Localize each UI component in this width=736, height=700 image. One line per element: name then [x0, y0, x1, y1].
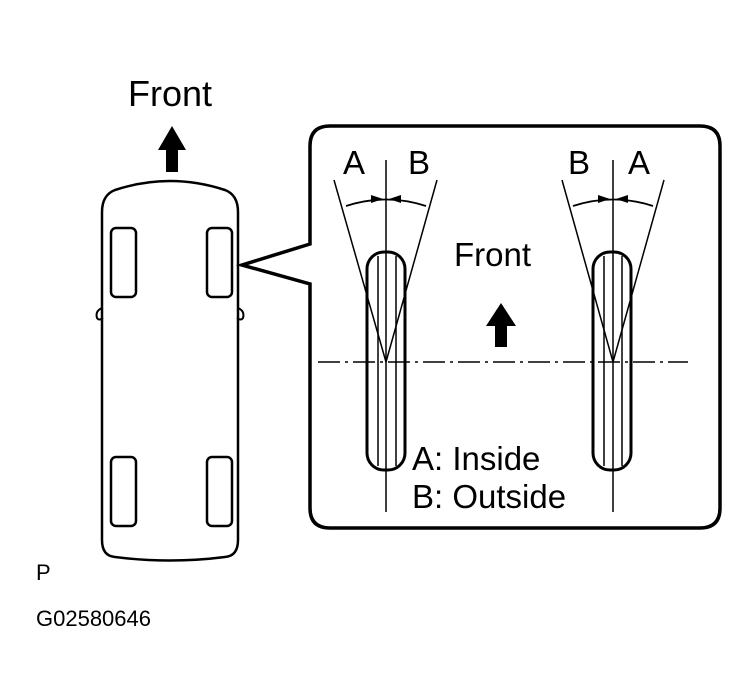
left-wheel-letter-2: B	[408, 144, 430, 181]
left-wheel-detail: A B	[333, 144, 438, 512]
left-wheel-angle-line-b	[385, 179, 438, 363]
car-wheel-front-left	[109, 226, 138, 299]
car-wheel-rear-left	[109, 455, 138, 528]
left-arc-arrowhead-b	[389, 195, 401, 203]
right-mirror	[236, 307, 245, 321]
detail-front-label: Front	[454, 236, 531, 273]
left-arc-arrowhead-a	[371, 195, 383, 203]
right-wheel-tire	[591, 250, 633, 472]
car-front-arrow	[158, 126, 186, 172]
right-wheel-angle-line-b	[561, 179, 614, 363]
left-wheel-angle-arc	[345, 198, 427, 207]
detail-front-arrow	[486, 303, 516, 347]
right-wheel-letter-1: B	[568, 144, 590, 181]
left-wheel-letter-1: A	[343, 144, 365, 181]
legend-inside: A: Inside	[412, 440, 540, 477]
right-arc-arrowhead-a	[616, 195, 628, 203]
callout-box	[235, 124, 722, 530]
figure-id: G02580646	[36, 606, 151, 631]
detail-callout: A B B A Front A: Inside B: Outside	[235, 124, 722, 530]
right-wheel-angle-arc	[572, 198, 654, 207]
right-wheel-letter-2: A	[628, 144, 650, 181]
left-mirror	[95, 307, 104, 321]
left-wheel-angle-line-a	[333, 179, 387, 363]
car-body	[100, 179, 240, 562]
car-front-label: Front	[128, 73, 212, 114]
car-wheel-rear-right	[205, 455, 234, 528]
legend-outside: B: Outside	[412, 478, 566, 515]
right-arc-arrowhead-b	[598, 195, 610, 203]
car-overview: Front	[95, 73, 245, 562]
car-wheel-front-right	[205, 226, 234, 299]
right-wheel-angle-line-a	[612, 179, 665, 363]
right-wheel-detail: B A	[561, 144, 665, 512]
corner-letter: P	[36, 560, 51, 585]
